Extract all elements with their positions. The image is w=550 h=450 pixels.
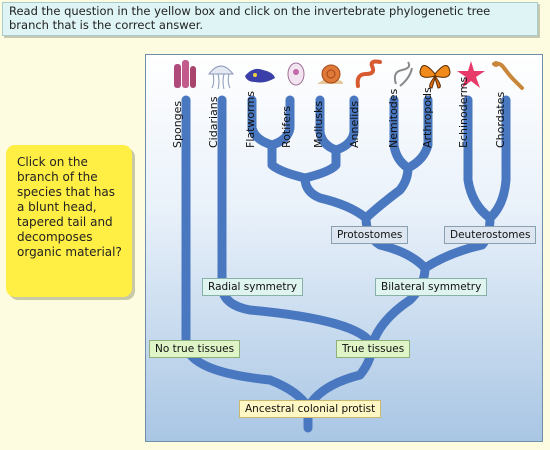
butterfly-icon <box>419 65 451 89</box>
ancestral-colonial-protist-label: Ancestral colonial protist <box>239 400 382 418</box>
branch-ecdysozoa[interactable] <box>361 163 413 223</box>
taxon-label-annelids[interactable]: Annelids <box>348 100 361 148</box>
rotifer-icon <box>287 62 305 86</box>
taxon-label-rotifers[interactable]: Rotifers <box>280 105 293 148</box>
taxon-label-flatworms[interactable]: Flatworms <box>244 91 257 148</box>
bilateral-symmetry-label: Bilateral symmetry <box>375 278 488 296</box>
branch-bilateral-symmetry[interactable] <box>367 263 430 350</box>
taxon-label-echinoderms[interactable]: Echinoderms <box>457 76 470 148</box>
true-tissues-label: True tissues <box>336 340 411 358</box>
taxon-label-mollusks[interactable]: Mollusks <box>312 100 325 148</box>
jellyfish-icon <box>207 65 235 90</box>
snail-icon <box>317 64 343 84</box>
no-true-tissues-label: No true tissues <box>149 340 241 358</box>
branch-lophotrochozoa[interactable] <box>300 173 371 223</box>
question-text: Click on the branch of the species that … <box>17 155 122 259</box>
branch-mollusks-annelids[interactable] <box>300 145 341 183</box>
taxon-label-chordates[interactable]: Chordates <box>494 91 507 148</box>
earthworm-icon <box>355 59 382 88</box>
taxon-label-arthropods[interactable]: Arthropods <box>421 87 434 148</box>
starfish-icon <box>457 61 485 88</box>
question-box: Click on the branch of the species that … <box>6 145 132 297</box>
taxon-label-cidarians[interactable]: Cidarians <box>207 96 220 148</box>
branch-arthropods[interactable] <box>403 95 433 173</box>
radial-symmetry-label: Radial symmetry <box>202 278 304 296</box>
branch-annelids[interactable] <box>331 95 359 155</box>
nematode-icon <box>393 61 413 87</box>
branch-chordates[interactable] <box>485 95 511 223</box>
flatworm-icon <box>245 68 275 83</box>
instruction-text: Read the question in the yellow box and … <box>9 4 491 32</box>
taxon-label-sponges[interactable]: Sponges <box>171 100 184 148</box>
branch-rotifers[interactable] <box>267 95 295 150</box>
instruction-banner: Read the question in the yellow box and … <box>2 2 538 36</box>
branch-echinoderms[interactable] <box>463 95 495 223</box>
lizard-icon <box>492 61 524 90</box>
branch-flatworms-rotifers[interactable] <box>267 140 310 183</box>
sponge-icon <box>174 60 196 88</box>
deuterostomes-label: Deuterostomes <box>444 226 537 244</box>
taxon-label-nemitodes[interactable]: Nemitodes <box>387 88 400 148</box>
protostomes-label: Protostomes <box>331 226 409 244</box>
